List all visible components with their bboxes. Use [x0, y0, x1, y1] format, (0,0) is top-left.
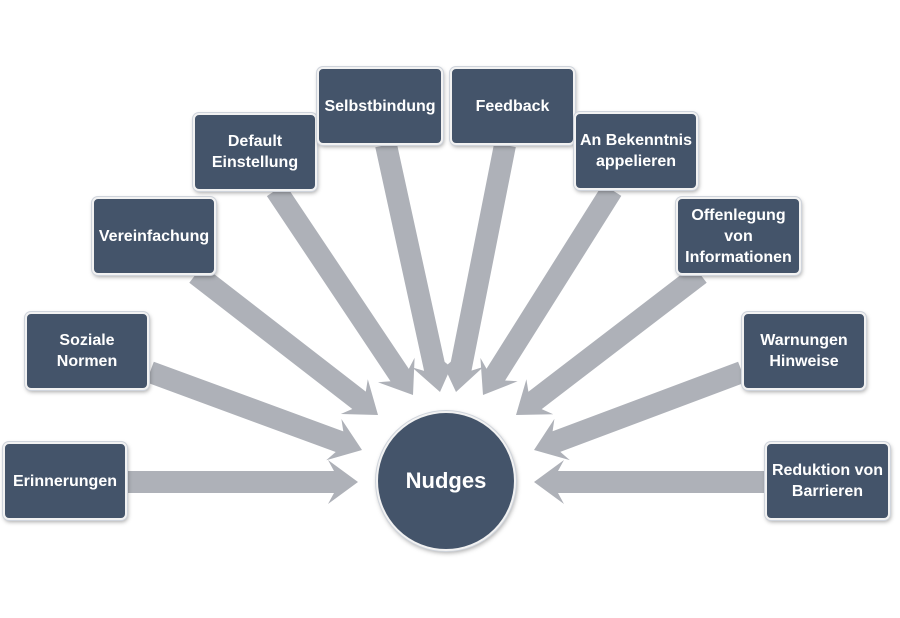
node-an-bekenntnis-appelieren: An Bekenntnis appelieren — [574, 112, 698, 190]
center-node-nudges: Nudges — [376, 411, 516, 551]
node-selbstbindung: Selbstbindung — [317, 67, 443, 145]
arrow-soziale-normen — [146, 361, 362, 461]
arrow-warnungen-hinweise — [534, 361, 746, 461]
node-label: Soziale Normen — [56, 332, 118, 370]
arrow-feedback — [440, 142, 516, 392]
node-label: Feedback — [475, 97, 550, 115]
node-label: Default Einstellung — [211, 133, 299, 171]
node-label: Offenlegung von Informationen — [685, 206, 792, 266]
node-label: Selbstbindung — [324, 97, 436, 115]
node-vereinfachung: Vereinfachung — [92, 197, 216, 275]
node-label: Reduktion von Barrieren — [771, 462, 884, 500]
arrow-selbstbindung — [375, 142, 456, 392]
center-label: Nudges — [405, 468, 487, 493]
arrow-an-bekenntnis-appelieren — [480, 184, 622, 395]
node-label: An Bekenntnis appelieren — [580, 132, 693, 170]
arrow-vereinfachung — [189, 265, 378, 415]
node-soziale-normen: Soziale Normen — [25, 312, 149, 390]
node-reduktion-von-barrieren: Reduktion von Barrieren — [765, 442, 890, 520]
node-offenlegung-von-informationen: Offenlegung von Informationen — [676, 197, 801, 275]
node-label: Warnungen Hinweise — [760, 332, 848, 370]
arrow-erinnerungen — [127, 460, 358, 504]
node-label: Vereinfachung — [98, 227, 210, 245]
arrow-reduktion-von-barrieren — [534, 460, 765, 504]
node-default-einstellung: Default Einstellung — [193, 113, 317, 191]
node-feedback: Feedback — [450, 67, 575, 145]
node-warnungen-hinweise: Warnungen Hinweise — [742, 312, 866, 390]
arrow-default-einstellung — [266, 183, 415, 395]
arrow-offenlegung-von-informationen — [516, 265, 707, 415]
node-erinnerungen: Erinnerungen — [3, 442, 127, 520]
node-label: Erinnerungen — [12, 472, 117, 490]
